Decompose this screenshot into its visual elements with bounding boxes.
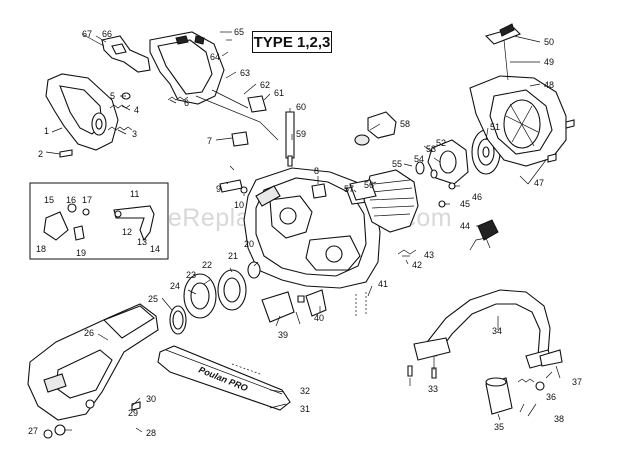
part-label: 45 — [460, 199, 470, 209]
front-handle-part — [413, 289, 553, 369]
part-label: 8 — [314, 166, 319, 176]
part-label: 58 — [400, 119, 410, 129]
part-label: 60 — [296, 102, 306, 112]
av-bushing-parts — [485, 349, 563, 415]
part-label: 37 — [572, 377, 582, 387]
part-label: 18 — [36, 244, 46, 254]
part-label: 3 — [132, 129, 137, 139]
part-label: 24 — [170, 281, 180, 291]
part-label: 31 — [300, 404, 310, 414]
part-label: 56 — [364, 180, 374, 190]
part-label: 26 — [84, 328, 94, 338]
part-label: 15 — [44, 195, 54, 205]
part-label: 47 — [534, 178, 544, 188]
rear-handle-part — [45, 73, 119, 151]
part-label: 63 — [240, 68, 250, 78]
part-label: 53 — [426, 144, 436, 154]
part-label: 40 — [314, 313, 324, 323]
part-label: 54 — [414, 154, 424, 164]
part-label: 62 — [260, 80, 270, 90]
part-label: 32 — [300, 386, 310, 396]
part-label: 20 — [244, 239, 254, 249]
part-label: 39 — [278, 330, 288, 340]
part-label: 43 — [424, 250, 434, 260]
clutch-cover-part — [27, 303, 159, 421]
part-label: 9 — [216, 184, 221, 194]
part-label: 7 — [207, 136, 212, 146]
part-label: 25 — [148, 294, 158, 304]
part-label: 65 — [234, 27, 244, 37]
part-label: 42 — [412, 260, 422, 270]
part-label: 66 — [102, 29, 112, 39]
part-label: 5 — [110, 91, 115, 101]
part-label: 61 — [274, 88, 284, 98]
part-label: 27 — [28, 426, 38, 436]
av-spring-part — [397, 182, 499, 255]
part-label: 19 — [76, 248, 86, 258]
part-label: 11 — [130, 189, 139, 199]
cylinder-muffler-part — [349, 169, 419, 233]
part-label: 48 — [544, 80, 554, 90]
part-label: 23 — [186, 270, 196, 280]
part-label: 22 — [202, 260, 212, 270]
part-label: 67 — [82, 29, 92, 39]
part-label: 2 — [38, 149, 43, 159]
part-label: 38 — [554, 414, 564, 424]
part-label: 36 — [546, 392, 556, 402]
part-label: 30 — [146, 394, 156, 404]
part-label: 12 — [122, 227, 132, 237]
part-label: 13 — [137, 237, 147, 247]
part-label: 1 — [44, 126, 49, 136]
guide-bar-part: Poulan PRO — [157, 345, 291, 411]
small-hardware-parts — [219, 179, 367, 323]
inset-detail-box — [29, 182, 169, 260]
starter-housing-part — [469, 23, 567, 167]
part-label: 41 — [378, 279, 388, 289]
part-label: 28 — [146, 428, 156, 438]
part-label: 35 — [494, 422, 504, 432]
part-label: 14 — [150, 244, 160, 254]
part-label: 16 — [66, 195, 76, 205]
part-label: 52 — [436, 138, 446, 148]
part-label: 33 — [428, 384, 438, 394]
part-label: 44 — [460, 221, 470, 231]
spring-parts — [107, 92, 189, 131]
part-label: 51 — [490, 122, 500, 132]
carburetor-part — [354, 111, 397, 146]
part-label: 21 — [228, 251, 238, 261]
part-number-labels: 1 2 3 4 5 6 7 8 9 10 11 12 13 14 15 16 1… — [28, 27, 582, 438]
top-cover-part — [149, 31, 225, 105]
part-label: 29 — [128, 408, 138, 418]
type-badge: TYPE 1,2,3 — [252, 31, 332, 53]
crankcase-part — [243, 167, 383, 289]
throttle-lever-part — [101, 35, 151, 73]
throttle-rod-parts — [195, 89, 295, 167]
part-label: 50 — [544, 37, 554, 47]
part-label: 4 — [134, 105, 139, 115]
part-label: 59 — [296, 129, 306, 139]
part-label: 10 — [234, 200, 244, 210]
part-label: 49 — [544, 57, 554, 67]
part-label: 34 — [492, 326, 502, 336]
part-label: 64 — [210, 52, 220, 62]
part-label: 55 — [392, 159, 402, 169]
part-label: 57 — [344, 184, 354, 194]
part-label: 6 — [184, 98, 189, 108]
leader-lines — [45, 31, 561, 433]
clutch-drum-part — [169, 261, 261, 335]
part-label: 46 — [472, 192, 482, 202]
part-label: 17 — [82, 195, 92, 205]
